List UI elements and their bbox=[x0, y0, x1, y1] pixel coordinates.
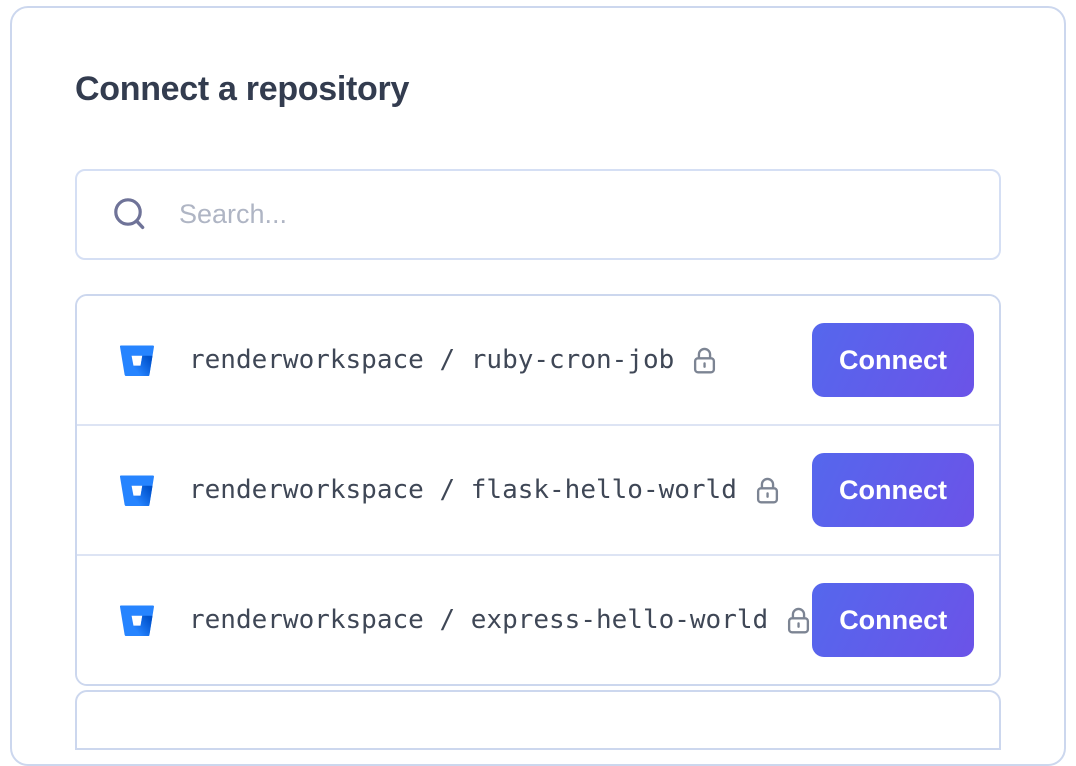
search-input[interactable] bbox=[177, 198, 975, 231]
connect-button[interactable]: Connect bbox=[812, 583, 975, 657]
lock-icon bbox=[754, 476, 781, 505]
lock-icon bbox=[785, 606, 812, 635]
connect-button[interactable]: Connect bbox=[812, 453, 974, 527]
bitbucket-icon bbox=[120, 603, 154, 637]
connect-button[interactable]: Connect bbox=[812, 323, 974, 397]
repo-list: renderworkspace / ruby-cron-job Connect … bbox=[75, 294, 1001, 686]
bitbucket-icon bbox=[120, 343, 154, 377]
connect-repository-card: Connect a repository renderworkspace / r… bbox=[10, 6, 1066, 766]
repo-full-name: renderworkspace / ruby-cron-job bbox=[189, 345, 675, 375]
next-repo-row-partial bbox=[75, 690, 1001, 750]
search-icon bbox=[111, 195, 151, 235]
repo-row: renderworkspace / flask-hello-world Conn… bbox=[77, 424, 999, 554]
repo-search-box bbox=[75, 169, 1001, 260]
repo-row: renderworkspace / ruby-cron-job Connect bbox=[77, 296, 999, 424]
repo-full-name: renderworkspace / flask-hello-world bbox=[189, 475, 737, 505]
repo-row: renderworkspace / express-hello-world Co… bbox=[77, 554, 999, 684]
bitbucket-icon bbox=[120, 473, 154, 507]
repo-full-name: renderworkspace / express-hello-world bbox=[189, 605, 769, 635]
lock-icon bbox=[691, 346, 718, 375]
page-title: Connect a repository bbox=[75, 70, 410, 108]
